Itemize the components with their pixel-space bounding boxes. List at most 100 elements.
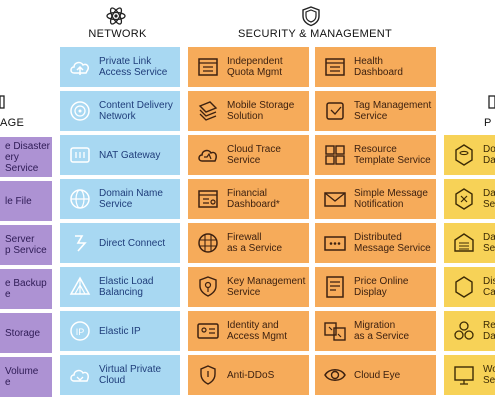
storage-header-icon <box>0 95 6 109</box>
hexagon-icon <box>451 274 477 300</box>
monitor-icon <box>451 362 477 388</box>
storage-header-partial: AGE <box>0 117 25 129</box>
warehouse-icon <box>451 230 477 256</box>
envelope-icon <box>322 186 348 212</box>
tile-label: Cloud Eye <box>354 369 401 381</box>
network-header: NETWORK <box>88 28 147 40</box>
tile-nat-gateway[interactable]: NAT Gateway <box>60 135 180 175</box>
tile-direct-connect[interactable]: Direct Connect <box>60 223 180 263</box>
storage-tile-2[interactable]: le File <box>0 181 52 221</box>
tile-label: Storage <box>5 327 41 339</box>
hexagon-db-icon <box>451 142 477 168</box>
mobile-storage-icon <box>195 98 221 124</box>
gateway-icon <box>67 142 93 168</box>
key-shield-icon <box>195 274 221 300</box>
hexagon-cluster-icon <box>451 318 477 344</box>
eye-icon <box>322 362 348 388</box>
tag-icon <box>322 98 348 124</box>
ip-icon: IP <box>67 318 93 344</box>
right-header-icon <box>488 95 495 109</box>
right-header-partial: P <box>484 117 492 129</box>
globe-icon <box>67 186 93 212</box>
price-document-icon <box>322 274 348 300</box>
security-header: SECURITY & MANAGEMENT <box>237 28 392 40</box>
tile-label: Elastic IP <box>99 325 141 337</box>
right-tile-6[interactable]: WoSe <box>444 355 495 395</box>
tile-anti-ddos[interactable]: Anti-DDoS <box>188 355 309 395</box>
health-dashboard-icon <box>322 54 348 80</box>
message-queue-icon <box>322 230 348 256</box>
tile-cloud-eye[interactable]: Cloud Eye <box>315 355 436 395</box>
firewall-globe-icon <box>195 230 221 256</box>
calendar-grid-icon <box>195 54 221 80</box>
cloud-trace-icon <box>195 142 221 168</box>
tile-label: WoSe <box>483 364 495 386</box>
shield-icon <box>300 5 322 27</box>
hexagon-x-icon <box>451 186 477 212</box>
svg-text:IP: IP <box>76 327 85 337</box>
cloud-icon <box>67 362 93 388</box>
connector-icon <box>67 230 93 256</box>
tile-elastic-ip[interactable]: IP Elastic IP <box>60 311 180 351</box>
id-card-icon <box>195 318 221 344</box>
tile-label: Direct Connect <box>99 237 166 249</box>
cloud-upload-icon <box>67 54 93 80</box>
template-icon <box>322 142 348 168</box>
storage-tile-5[interactable]: Storage <box>0 313 52 353</box>
load-balancer-icon <box>67 274 93 300</box>
